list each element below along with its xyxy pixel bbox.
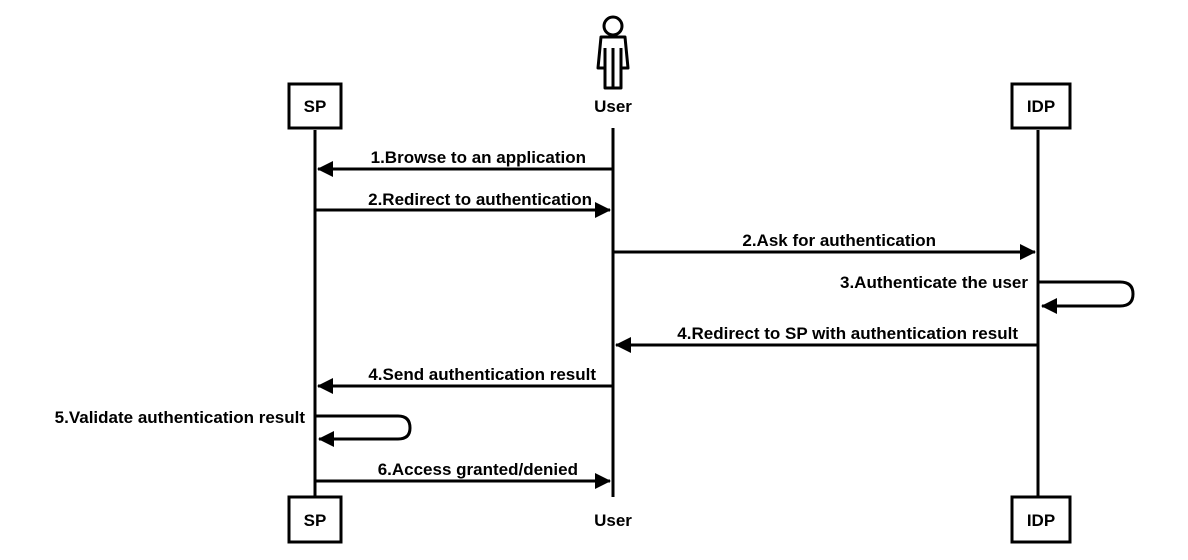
message-7-label: 5.Validate authentication result (55, 408, 306, 427)
sp-top-label: SP (304, 97, 327, 116)
idp-top-label: IDP (1027, 97, 1055, 116)
message-2: 2.Redirect to authentication (315, 190, 611, 218)
idp-bottom-label: IDP (1027, 511, 1055, 530)
message-2-label: 2.Redirect to authentication (368, 190, 592, 209)
message-6: 4.Send authentication result (317, 365, 613, 394)
message-7-self: 5.Validate authentication result (55, 408, 412, 447)
message-6-label: 4.Send authentication result (368, 365, 596, 384)
person-icon (596, 15, 630, 90)
message-5: 4.Redirect to SP with authentication res… (615, 324, 1038, 353)
message-8-label: 6.Access granted/denied (378, 460, 578, 479)
message-8: 6.Access granted/denied (315, 460, 611, 489)
message-3: 2.Ask for authentication (613, 231, 1036, 260)
message-4-label: 3.Authenticate the user (840, 273, 1028, 292)
sp-bottom-box: SP (287, 495, 343, 544)
message-4-self: 3.Authenticate the user (840, 273, 1135, 314)
message-3-label: 2.Ask for authentication (742, 231, 936, 250)
user-top-label: User (594, 97, 632, 116)
idp-bottom-box: IDP (1010, 495, 1072, 544)
sp-bottom-label: SP (304, 511, 327, 530)
user-bottom-label: User (594, 511, 632, 530)
message-1-label: 1.Browse to an application (371, 148, 586, 167)
message-1: 1.Browse to an application (317, 148, 613, 177)
idp-top-box: IDP (1010, 82, 1072, 130)
sp-top-box: SP (287, 82, 343, 130)
message-5-label: 4.Redirect to SP with authentication res… (677, 324, 1018, 343)
